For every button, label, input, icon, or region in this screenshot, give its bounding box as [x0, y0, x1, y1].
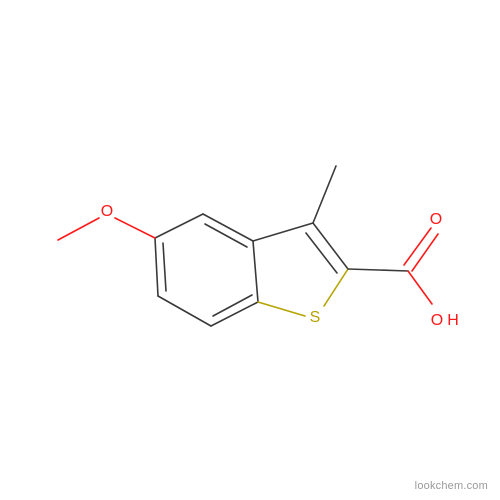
- carbonyl-oxygen-label: O: [430, 211, 442, 228]
- bond-c5-c3a: [252, 240, 259, 303]
- bond-c6-methoxy-o: [114, 217, 156, 239]
- bond-c7-c6-inner: [162, 242, 167, 292]
- bond-c4-c5: [202, 213, 254, 242]
- bond-c6-c4: [154, 213, 204, 239]
- bond-c3-c2: [312, 222, 349, 270]
- bond-s1-c7a: [257, 301, 306, 317]
- bond-c2-carboxyl-c: [347, 268, 409, 272]
- bond-carbonyl-double-1: [403, 227, 432, 266]
- bond-c3a-c3: [252, 222, 314, 242]
- hydroxyl-hydrogen-label: H: [447, 312, 459, 329]
- bond-methoxy-o-ch3: [57, 217, 100, 241]
- bond-c3a-c7a-inner: [212, 294, 253, 317]
- bond-c7-c6: [154, 237, 159, 297]
- sulfur-label: S: [310, 309, 321, 326]
- bond-c7a-c7: [157, 295, 212, 327]
- bond-c3a-c7a: [210, 301, 259, 327]
- bond-carbonyl-double-2: [411, 233, 439, 272]
- bond-carboxyl-oh: [407, 270, 433, 305]
- methoxy-oxygen-label: O: [101, 203, 113, 220]
- hydroxyl-oxygen-label: O: [431, 312, 443, 329]
- bond-c3-methyl: [312, 165, 337, 224]
- bond-c3-c2-inner: [305, 232, 338, 274]
- bond-c4-c5-inner: [204, 223, 248, 248]
- bond-c2-s1: [323, 268, 349, 307]
- watermark-text: lookchem.com: [414, 480, 488, 492]
